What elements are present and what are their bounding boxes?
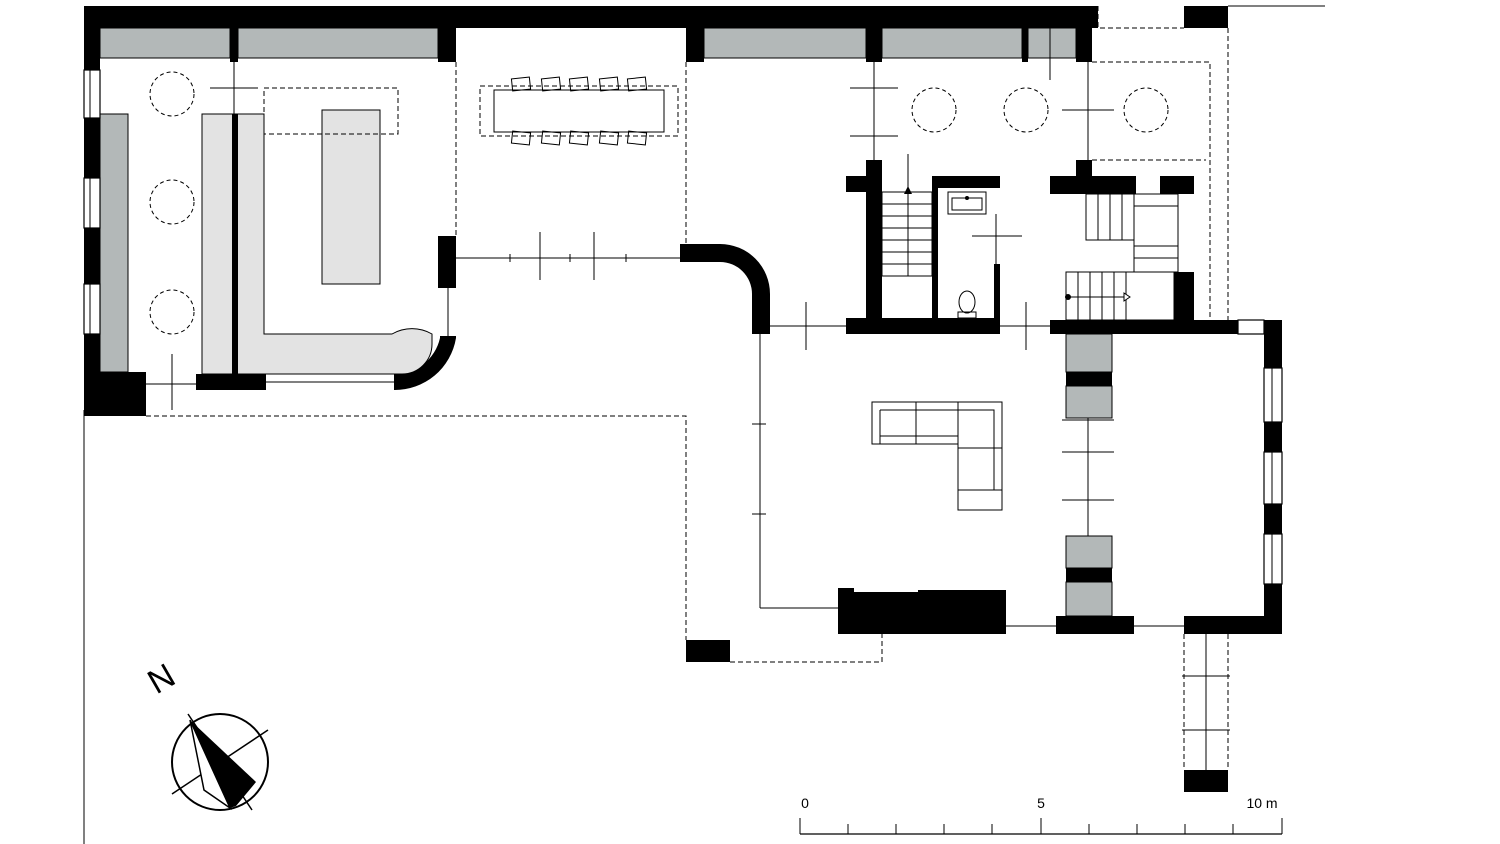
- scale-label-10m: 10 m: [1246, 795, 1277, 811]
- dining-table: [479, 76, 679, 146]
- door-lines: [456, 28, 1230, 770]
- ceiling-lamps: [149, 71, 1169, 335]
- staircase-left: [881, 154, 933, 277]
- windows: [83, 69, 1283, 585]
- north-label: N: [141, 657, 181, 702]
- staircase-right: [1065, 193, 1179, 321]
- scale-label-5: 5: [1037, 795, 1045, 811]
- glazing: [99, 27, 1113, 617]
- wc: [947, 191, 987, 319]
- scale-bar: 0 5 10 m: [799, 795, 1283, 835]
- exterior-walls: [84, 6, 1282, 792]
- site-boundary: [83, 5, 1325, 844]
- sofa: [871, 401, 1003, 511]
- north-arrow: N: [141, 657, 269, 811]
- scale-label-0: 0: [801, 795, 809, 811]
- kitchen: [146, 62, 449, 410]
- dining-chairs: [510, 76, 648, 146]
- overhang-outlines: [146, 6, 1229, 770]
- fireplace: [918, 590, 1006, 596]
